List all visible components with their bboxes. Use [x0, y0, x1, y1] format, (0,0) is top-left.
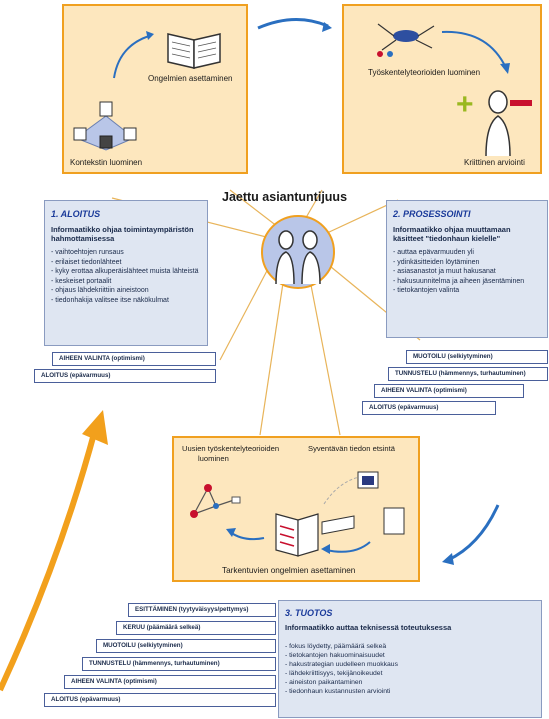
panel-aloitus-list: - vaihtoehtojen runsaus - erilaiset tied…: [51, 248, 201, 306]
panel-prosessointi-list: - auttaa epävarmuuden yli - ydinkäsittei…: [393, 248, 541, 296]
panel-prosessointi-heading: Informaatikko ohjaa muuttamaan käsitteet…: [393, 225, 511, 243]
stair-bottom-0: ESITTÄMINEN (tyytyväisyys/pettymys): [128, 603, 276, 617]
caption-refine: Tarkentuvien ongelmien asettaminen: [222, 566, 356, 575]
stair-bottom-3: TUNNUSTELU (hämmennys, turhautuminen): [82, 657, 276, 671]
panel-tuotos: 3. TUOTOS Informaatikko auttaa teknisess…: [278, 600, 542, 718]
panel-tuotos-list: - fokus löydetty, päämäärä selkeä - tiet…: [285, 642, 535, 696]
stair-bottom-4: AIHEEN VALINTA (optimismi): [64, 675, 276, 689]
theory-critical-box: Työskentelyteorioiden luominen + Kriitti…: [342, 4, 542, 174]
computer-search-icon: [321, 471, 405, 535]
list-item: - kyky erottaa alkuperäislähteet muista …: [51, 268, 199, 276]
list-item: - lähdekriittisyys, tekijänoikeudet: [285, 670, 383, 677]
shared-expertise-icon: [261, 215, 335, 289]
right-cycle-arrow: [447, 504, 500, 562]
stair-right-3: ALOITUS (epävarmuus): [362, 401, 496, 415]
cycle-arrow-icon: [113, 31, 154, 79]
panel-prosessointi: 2. PROSESSOINTI Informaatikko ohjaa muut…: [386, 200, 548, 338]
open-book-icon: [167, 33, 221, 69]
deep-search-box: Uusien työskentelyteorioiden luominen Sy…: [172, 436, 420, 582]
panel-tuotos-title: 3. TUOTOS: [285, 608, 333, 618]
center-label: Jaettu asiantuntijuus: [222, 190, 348, 204]
list-item: - hakusuunnitelma ja aiheen jäsentäminen: [393, 277, 525, 285]
critic-person-icon: [485, 90, 511, 157]
panel-prosessointi-title: 2. PROSESSOINTI: [393, 209, 471, 219]
list-item: - tiedonhaun kustannusten arviointi: [285, 688, 391, 695]
panel-tuotos-heading: Informaatikko auttaa teknisessä toteutuk…: [285, 623, 452, 632]
stair-right-0: MUOTOILU (selkiytyminen): [406, 350, 548, 364]
list-item: - ohjaus lähdekriittiin aineistoon: [51, 287, 149, 295]
caption-theory: Työskentelyteorioiden luominen: [368, 68, 481, 77]
plus-icon: +: [456, 88, 474, 121]
list-item: - tietokantojen hakuominaisuudet: [285, 652, 385, 659]
list-item: - hakustrategian uudelleen muokkaus: [285, 661, 398, 668]
evaluation-arrow-icon: [441, 30, 510, 74]
list-item: - tiedonhakija valitsee itse näkökulmat: [51, 296, 169, 304]
caption-critical: Kriittinen arviointi: [464, 158, 525, 167]
caption-new-theory-1: Uusien työskentelyteorioiden: [182, 444, 280, 453]
stair-left-0: AIHEEN VALINTA (optimismi): [52, 352, 216, 366]
book-stack-icon: [275, 513, 319, 557]
stair-bottom-1: KERUU (päämäärä selkeä): [116, 621, 276, 635]
panel-aloitus-title: 1. ALOITUS: [51, 209, 101, 219]
panel-aloitus-heading: Informaatikko ohjaa toimintaympäristön h…: [51, 225, 194, 243]
list-item: - erilaiset tiedonlähteet: [51, 258, 122, 266]
panel-aloitus: 1. ALOITUS Informaatikko ohjaa toimintay…: [44, 200, 208, 346]
caption-deep: Syventävän tiedon etsintä: [308, 444, 395, 453]
list-item: - vaihtoehtojen runsaus: [51, 249, 124, 256]
stair-bottom-5: ALOITUS (epävarmuus): [44, 693, 276, 707]
caption-context: Kontekstin luominen: [70, 158, 143, 167]
stair-bottom-2: MUOTOILU (selkiytyminen): [96, 639, 276, 653]
list-item: - keskeiset portaalit: [51, 277, 112, 285]
list-item: - auttaa epävarmuuden yli: [393, 249, 474, 256]
caption-problem: Ongelmien asettaminen: [148, 74, 233, 83]
list-item: - ydinkäsitteiden löytäminen: [393, 258, 480, 266]
stair-right-1: TUNNUSTELU (hämmennys, turhautuminen): [388, 367, 548, 381]
stair-right-2: AIHEEN VALINTA (optimismi): [374, 384, 524, 398]
progress-arrow: [0, 429, 98, 692]
theory-network-icon: [377, 23, 435, 57]
context-problem-box: Ongelmien asettaminen Kontekstin luomine…: [62, 4, 248, 174]
list-item: - asiasanastot ja muut hakusanat: [393, 268, 496, 276]
context-network-icon: [73, 101, 137, 151]
list-item: - aineiston paikantaminen: [285, 679, 363, 686]
top-cycle-arrow: [257, 17, 329, 30]
stair-left-1: ALOITUS (epävarmuus): [34, 369, 216, 383]
molecule-network-icon: [190, 484, 241, 518]
list-item: - fokus löydetty, päämäärä selkeä: [285, 643, 387, 650]
caption-new-theory-2: luominen: [198, 454, 229, 463]
minus-icon: [510, 100, 532, 106]
bottom-cycle-arrows: [226, 528, 371, 554]
list-item: - tietokantojen valinta: [393, 287, 460, 295]
